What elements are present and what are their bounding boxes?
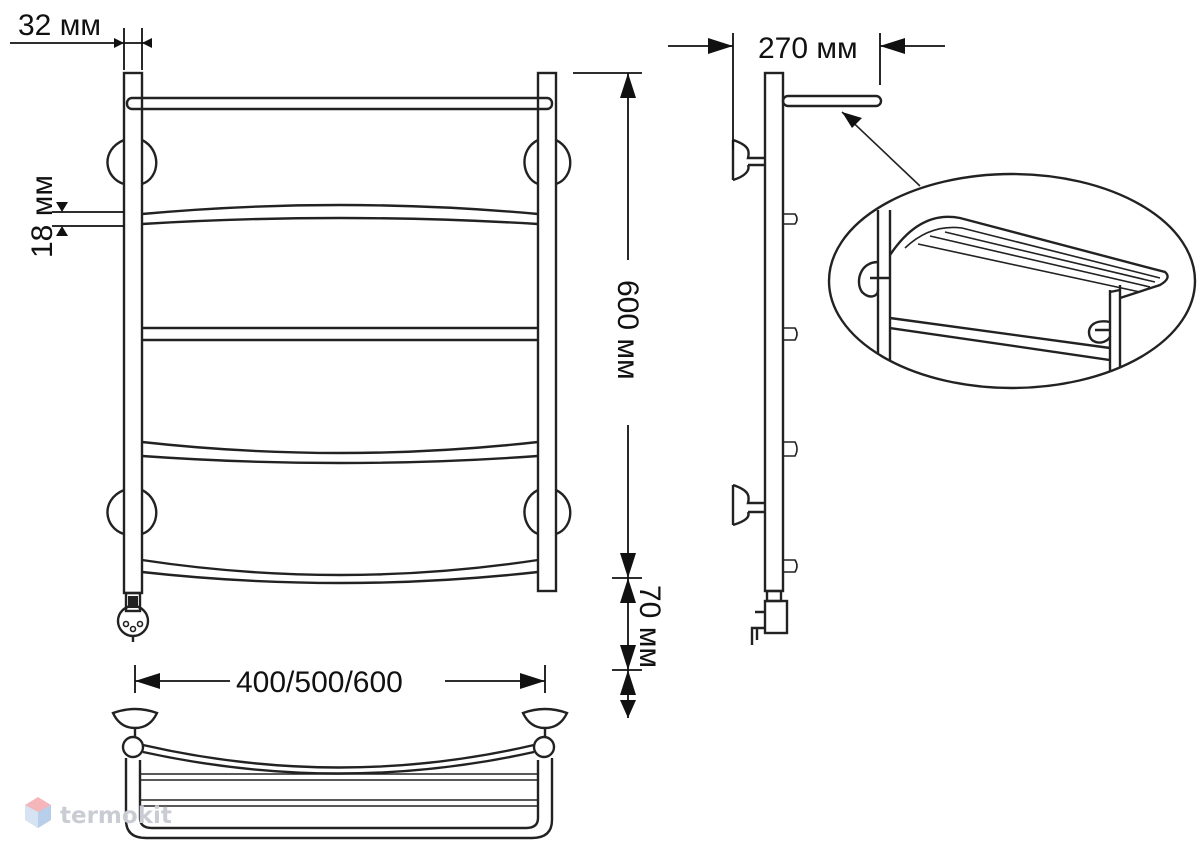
dimension-width: 400/500/600: [134, 665, 546, 699]
top-view-shelf-frame: [124, 758, 554, 840]
dimension-600mm: 600 мм: [573, 72, 644, 579]
dimension-label-32mm: 32 мм: [18, 9, 101, 42]
dimension-32mm: 32 мм: [10, 9, 152, 70]
top-towel-bar: [125, 96, 554, 111]
dimension-label-70mm: 70 мм: [633, 585, 666, 668]
wall-mount-top-left: [106, 138, 158, 186]
wall-mount-bottom-right: [523, 488, 572, 536]
side-shelf-bar: [781, 94, 883, 108]
heating-element: [116, 591, 150, 642]
dimension-label-270mm: 270 мм: [758, 32, 858, 65]
left-vertical-tube: [122, 71, 144, 595]
dimension-label-width: 400/500/600: [236, 666, 403, 699]
detail-callout: [827, 172, 1197, 390]
side-vertical-tube: [763, 71, 785, 593]
termokit-brand-text: termokit: [60, 803, 172, 829]
rung-4: [141, 558, 539, 585]
side-mount-bottom: [731, 483, 765, 527]
rung-3: [141, 440, 539, 465]
rung-1: [141, 203, 539, 226]
dimension-label-18mm: 18 мм: [26, 175, 59, 258]
side-heating-element: [750, 589, 789, 645]
top-view-rung: [142, 743, 535, 775]
rung-2: [142, 326, 538, 342]
side-mount-top: [731, 138, 765, 182]
termokit-logo-icon: [25, 797, 51, 828]
wall-mount-top-right: [523, 138, 572, 186]
dimension-18mm: 18 мм: [26, 175, 124, 258]
dimension-70mm: 70 мм: [612, 578, 666, 718]
top-view: [111, 707, 569, 840]
wall-mount-bottom-left: [106, 488, 158, 536]
top-mount-left: [111, 707, 159, 730]
front-view: [106, 71, 572, 642]
detail-pointer: [841, 111, 921, 187]
termokit-watermark: termokit: [25, 797, 172, 829]
right-vertical-tube: [536, 71, 558, 593]
side-rung-stubs: [783, 213, 798, 573]
side-view: [731, 71, 883, 645]
dimension-label-600mm: 600 мм: [611, 280, 644, 380]
top-mount-right: [521, 707, 569, 730]
dimension-270mm: 270 мм: [668, 32, 945, 150]
